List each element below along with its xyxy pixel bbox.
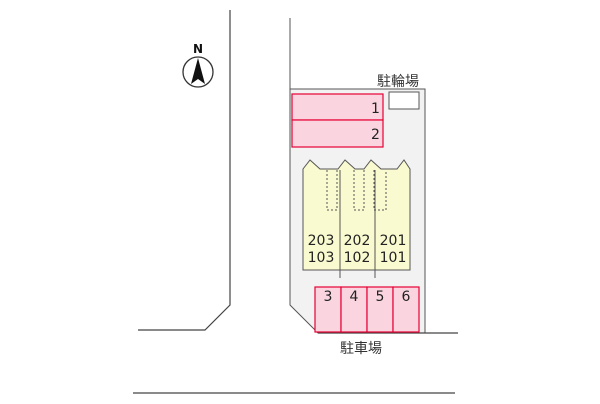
bicycle-parking-label: 駐輪場 <box>377 73 419 90</box>
parking-space-1 <box>291 93 384 121</box>
compass-needle-icon <box>191 58 205 84</box>
unit-102: 102 <box>344 250 371 266</box>
stair-middle <box>353 170 365 211</box>
building-outline <box>302 159 411 271</box>
stair-left <box>326 170 338 211</box>
parking-space-4-label: 4 <box>350 289 359 305</box>
parking-space-4 <box>340 286 368 333</box>
parking-space-2-label: 2 <box>371 127 380 143</box>
unit-203: 203 <box>308 233 335 249</box>
bottom-parking: 3 4 5 6 <box>314 286 420 333</box>
parking-space-5-label: 5 <box>376 289 385 305</box>
road-left-boundary <box>138 10 231 331</box>
parking-space-2 <box>291 119 384 148</box>
parking-space-1-label: 1 <box>371 101 380 117</box>
parking-space-6-label: 6 <box>402 289 411 305</box>
parking-space-6 <box>392 286 420 333</box>
bicycle-parking-box <box>388 91 420 110</box>
unit-202: 202 <box>344 233 371 249</box>
unit-103: 103 <box>308 250 335 266</box>
stairs <box>326 170 387 211</box>
north-compass: N <box>182 42 214 88</box>
building: 203 103 202 102 201 101 <box>302 159 411 278</box>
stair-right <box>373 170 387 211</box>
parking-space-3-label: 3 <box>324 289 333 305</box>
unit-101: 101 <box>380 250 407 266</box>
car-parking-label: 駐車場 <box>340 340 382 357</box>
top-parking: 1 2 <box>291 93 384 148</box>
unit-201: 201 <box>380 233 407 249</box>
parking-space-3 <box>314 286 342 333</box>
road-lines <box>133 10 455 394</box>
compass-north-label: N <box>193 42 203 56</box>
parking-space-5 <box>366 286 394 333</box>
